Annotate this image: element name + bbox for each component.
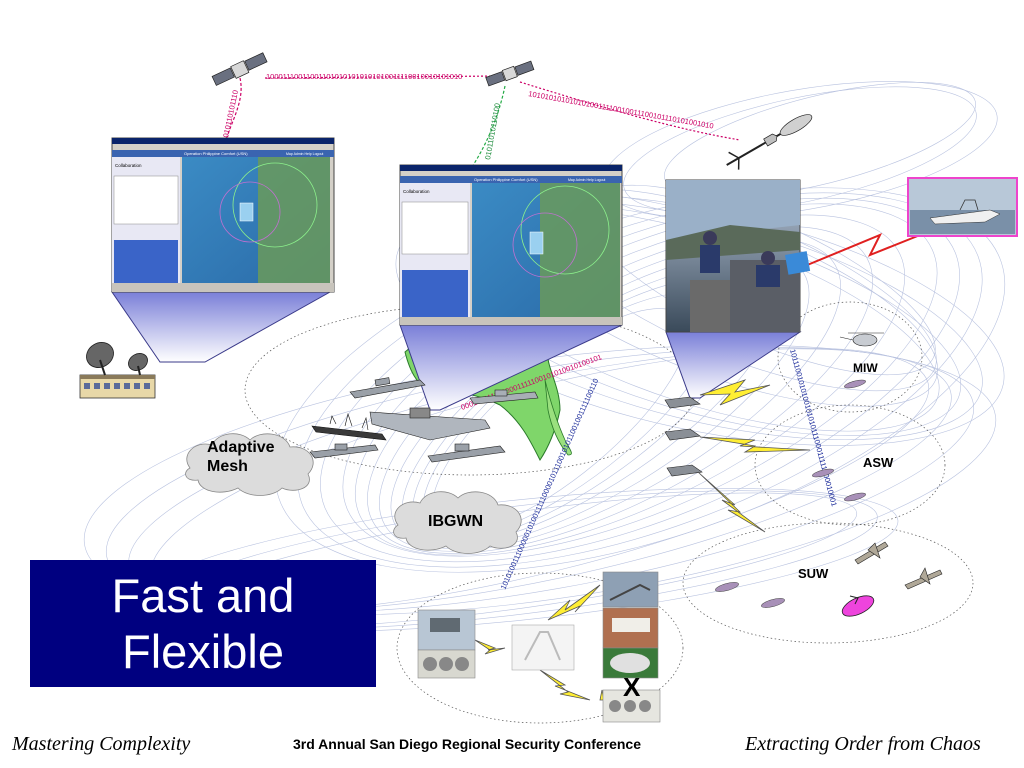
footer-center: 3rd Annual San Diego Regional Security C… bbox=[293, 736, 641, 752]
window-left-title: Operation Philippine Comfort (USN) bbox=[184, 151, 248, 156]
x-mark: X bbox=[623, 672, 641, 702]
label-adaptive-mesh: Adaptive Mesh bbox=[207, 439, 275, 475]
binary-right: 1010101010101010011110010011100101110101… bbox=[528, 89, 715, 131]
window-center-menu: Map Admin Help Logout bbox=[568, 178, 605, 182]
binary-top: 1000111001100110101010101010100111100100… bbox=[266, 72, 462, 81]
satellite-dish-building-icon bbox=[79, 342, 156, 399]
ship-icon bbox=[427, 443, 506, 463]
aircraft-icon bbox=[854, 541, 943, 590]
launcher-icon bbox=[664, 396, 703, 477]
binary-center-sat: 01011010110100 bbox=[483, 102, 502, 160]
cloud-icon bbox=[185, 433, 522, 554]
control-room-photo bbox=[665, 179, 811, 333]
slide-title-box: Fast and Flexible bbox=[30, 560, 376, 687]
photo-thumbnails bbox=[417, 571, 661, 723]
app-window-center bbox=[399, 164, 623, 326]
ship-icon bbox=[469, 389, 539, 405]
slide-title: Fast and Flexible bbox=[111, 568, 295, 678]
beam-left bbox=[111, 291, 332, 363]
ship-icon bbox=[309, 443, 379, 459]
window-left-panel-title: Collaboration bbox=[115, 163, 142, 168]
submarine-icon bbox=[715, 379, 866, 608]
ship-icon bbox=[349, 377, 426, 399]
label-miw: MIW bbox=[853, 361, 878, 375]
ship-icon bbox=[369, 407, 491, 441]
target-icon bbox=[841, 595, 875, 617]
footer-right: Extracting Order from Chaos bbox=[745, 733, 981, 755]
app-window-left bbox=[111, 137, 335, 293]
label-asw: ASW bbox=[863, 455, 894, 470]
helicopter-icon bbox=[839, 332, 884, 347]
window-center-panel-title: Collaboration bbox=[403, 189, 430, 194]
ship-icon bbox=[311, 412, 387, 441]
speedboat-photo bbox=[907, 177, 1018, 237]
uav-icon bbox=[726, 114, 813, 170]
label-suw: SUW bbox=[798, 566, 829, 581]
label-ibgwn: IBGWN bbox=[428, 513, 484, 530]
satellite-icon bbox=[485, 60, 535, 87]
link-lines bbox=[225, 75, 741, 171]
window-center-title: Operation Philippine Comfort (USN) bbox=[474, 177, 538, 182]
window-left-menu: Map Admin Help Logout bbox=[286, 152, 323, 156]
satellite-icon bbox=[211, 52, 268, 86]
binary-left-sat: 010110101110 bbox=[221, 89, 240, 138]
link-zigzag bbox=[799, 224, 946, 269]
footer-left: Mastering Complexity bbox=[12, 733, 191, 755]
